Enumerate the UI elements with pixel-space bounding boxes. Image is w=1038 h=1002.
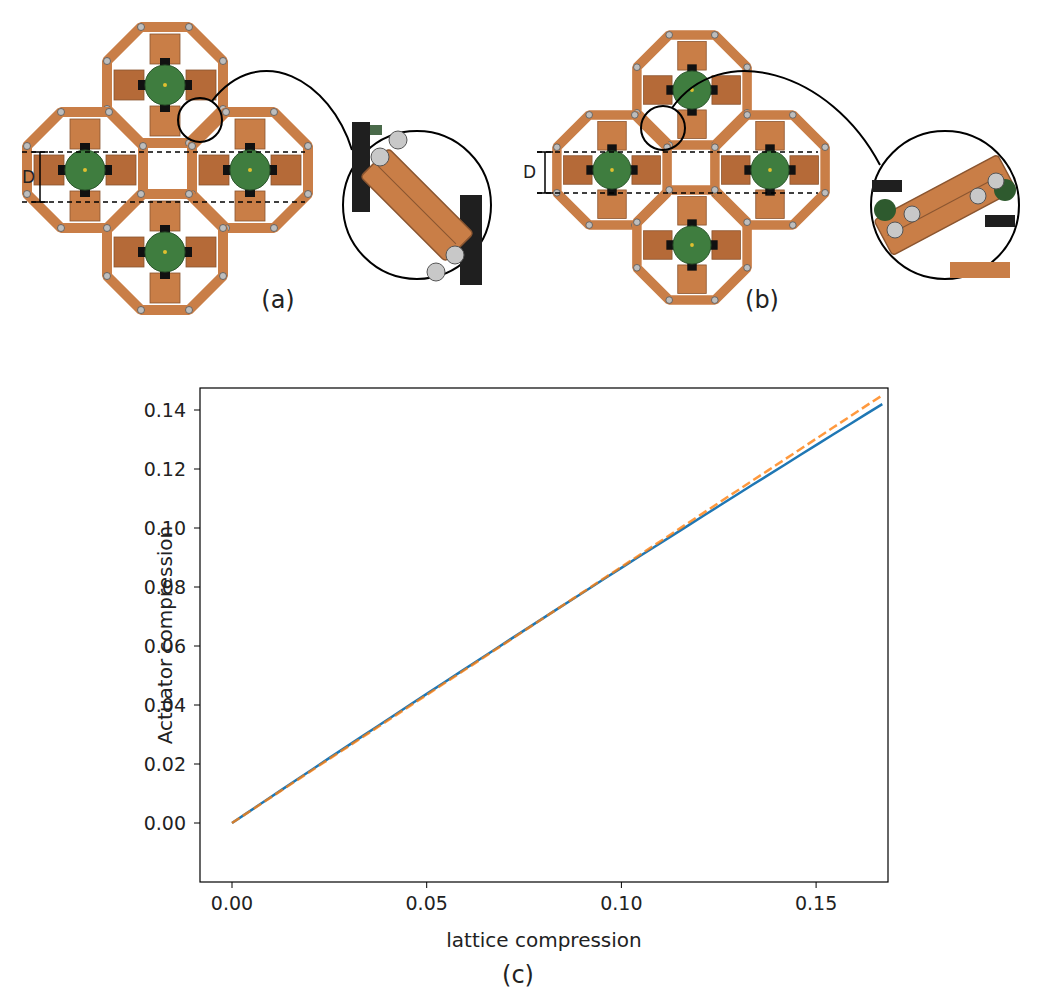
magnifier xyxy=(178,71,491,285)
tick-label: 0.12 xyxy=(144,460,186,479)
tick xyxy=(194,587,200,588)
dimension-label: D xyxy=(523,164,536,181)
hub xyxy=(145,232,185,272)
pin xyxy=(220,225,227,232)
axis-title: Actuator compression xyxy=(155,526,175,745)
hub xyxy=(673,71,711,109)
tick xyxy=(816,882,817,888)
panel-label: (c) xyxy=(502,963,534,987)
pin xyxy=(822,189,829,196)
pin xyxy=(58,225,65,232)
tick-label: 0.00 xyxy=(211,894,253,913)
axis-title: lattice compression xyxy=(446,930,642,950)
pin xyxy=(744,264,751,271)
pin xyxy=(634,219,641,226)
frame-bar xyxy=(637,190,747,300)
pin xyxy=(186,24,193,31)
panel-label: (a) xyxy=(261,288,294,312)
pin xyxy=(305,143,312,150)
magnifier xyxy=(641,71,1019,279)
pin xyxy=(140,143,147,150)
pin xyxy=(138,307,145,314)
tick-label: 0.10 xyxy=(600,894,642,913)
dimension-label: D xyxy=(22,169,35,186)
tick xyxy=(194,646,200,647)
pin xyxy=(666,297,673,304)
pin xyxy=(305,191,312,198)
tick xyxy=(426,882,427,888)
pin xyxy=(789,222,796,229)
pin xyxy=(631,112,638,119)
pin xyxy=(666,187,673,194)
pin xyxy=(789,112,796,119)
pin xyxy=(586,222,593,229)
pin xyxy=(104,58,111,65)
pin xyxy=(186,307,193,314)
tick xyxy=(621,882,622,888)
pin xyxy=(106,109,113,116)
pin xyxy=(220,273,227,280)
pin xyxy=(586,112,593,119)
pin xyxy=(744,112,751,119)
pin xyxy=(711,187,718,194)
pin xyxy=(744,219,751,226)
pin xyxy=(24,143,31,150)
tick-label: 0.00 xyxy=(144,814,186,833)
pin xyxy=(666,32,673,39)
hub xyxy=(65,150,105,190)
hub-dot xyxy=(610,168,614,172)
pin xyxy=(186,191,193,198)
pin xyxy=(711,297,718,304)
hub-dot xyxy=(163,83,167,87)
hub-dot xyxy=(248,168,252,172)
hub-dot xyxy=(83,168,87,172)
hub xyxy=(230,150,270,190)
pin xyxy=(104,225,111,232)
pin xyxy=(58,109,65,116)
hub xyxy=(145,65,185,105)
pin xyxy=(822,144,829,151)
pin xyxy=(554,144,561,151)
panel-label: (b) xyxy=(745,288,779,312)
pin xyxy=(634,264,641,271)
hub-dot xyxy=(163,250,167,254)
frame-bar xyxy=(107,194,223,310)
hub xyxy=(751,151,789,189)
pin xyxy=(138,24,145,31)
lattice-module xyxy=(634,187,751,304)
hub-dot xyxy=(768,168,772,172)
data-line xyxy=(232,395,882,823)
pin xyxy=(189,143,196,150)
tick xyxy=(194,469,200,470)
tick xyxy=(194,528,200,529)
hub-dot xyxy=(690,243,694,247)
tick-label: 0.02 xyxy=(144,755,186,774)
tick xyxy=(232,882,233,888)
tick-label: 0.14 xyxy=(144,401,186,420)
pin xyxy=(744,64,751,71)
pin xyxy=(223,109,230,116)
pin xyxy=(220,58,227,65)
tick xyxy=(194,410,200,411)
tick xyxy=(194,705,200,706)
tick-label: 0.05 xyxy=(406,894,448,913)
pin xyxy=(104,273,111,280)
pin xyxy=(271,225,278,232)
pin xyxy=(271,109,278,116)
pin xyxy=(634,64,641,71)
hub xyxy=(593,151,631,189)
tick xyxy=(194,823,200,824)
pin xyxy=(138,191,145,198)
lattice-module xyxy=(104,191,227,314)
lattice-modules xyxy=(24,24,829,314)
line-chart xyxy=(194,388,888,888)
pin xyxy=(712,144,719,151)
tick xyxy=(194,764,200,765)
data-line xyxy=(232,404,882,823)
hub xyxy=(673,226,711,264)
tick-label: 0.15 xyxy=(795,894,837,913)
pin xyxy=(24,191,31,198)
pin xyxy=(711,32,718,39)
